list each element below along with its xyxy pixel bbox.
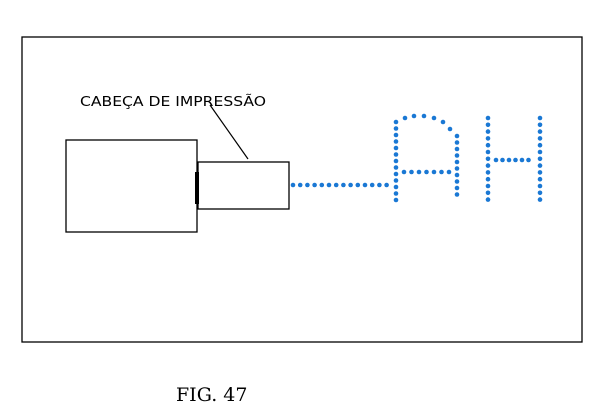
letter-h-dot [506,157,512,163]
letter-h-dot [485,170,491,175]
letter-a-dot [393,139,399,144]
letter-a-dot [393,197,399,203]
letter-h-dot [537,149,543,155]
ink-dot [333,182,339,188]
letter-a-dot [454,166,460,171]
letter-a-dot [454,179,460,184]
letter-h-dot [537,197,543,202]
letter-a-dot [393,165,399,170]
letter-h-dot [485,176,491,182]
letter-a-dot [393,145,399,151]
letter-a-dot [454,153,460,158]
letter-h-dot [485,149,491,155]
printer-body [65,139,198,233]
letter-h-dot [537,115,543,121]
letter-h-dot [526,157,531,163]
letter-h-dot [537,190,543,196]
letter-a-dot [393,171,399,177]
letter-a-dot [454,133,460,139]
letter-a-dot [393,152,399,157]
ink-dot-stream [290,182,389,188]
letter-h-dot [485,115,491,121]
letter-h-dot [485,183,491,189]
label-leader-line [209,104,249,160]
ink-dot [319,182,325,188]
letter-h-dot [485,142,491,148]
letter-h-dot [485,190,491,196]
figure-caption: FIG. 47 [176,384,248,406]
letter-a-dot [416,169,422,175]
letter-a-dot [409,169,414,175]
printed-letters-ah [393,113,543,203]
ink-dot [297,182,303,188]
ink-dot [305,182,310,188]
letter-h-dot [500,157,505,163]
letter-a-dot [440,119,446,125]
ink-dot [362,182,368,188]
letter-h-dot [485,163,491,168]
letter-a-dot [424,169,429,175]
ink-dot [326,182,332,188]
letter-h-dot [485,156,491,162]
letter-a-dot [431,115,437,121]
print-head-label: CABEÇA DE IMPRESSÃO [80,94,266,110]
letter-a-dot [454,146,460,152]
letter-a-dot [393,191,399,196]
letter-a-dot [401,169,407,175]
ink-dot [348,182,353,188]
letter-a-dot [454,159,460,165]
letter-h-dot [537,156,543,162]
ink-dot [369,182,375,188]
letter-a-dot [431,169,437,175]
letter-h-dot [485,136,491,141]
letter-h-dot [537,122,543,128]
letter-a-dot [454,140,460,145]
letter-a-dot [393,126,399,131]
ink-dot [377,182,382,188]
letter-a-dot [393,178,399,183]
print-head-mount [195,172,199,204]
letter-h-dot [537,163,543,168]
letter-a-dot [454,172,460,178]
letter-h-dot [537,183,543,189]
ink-dot [384,182,389,188]
letter-h-dot [537,170,543,175]
ink-dot [355,182,361,188]
letter-a-dot [454,185,460,191]
letter-h-dot [485,122,491,128]
letter-a-dot [393,184,399,190]
print-head [197,161,290,210]
letter-h-dot [537,142,543,148]
ink-dot [290,182,296,188]
letter-a-dot [446,169,452,175]
letter-h-dot [485,197,491,202]
letter-a-dot [393,119,399,125]
letter-a-dot [402,115,408,121]
diagram-frame [21,36,583,343]
ink-dot [341,182,346,188]
letter-h-dot [537,136,543,141]
letter-a-dot [454,192,460,197]
letter-a-dot [393,158,399,164]
letter-a-dot [447,126,453,132]
letter-h-dot [485,129,491,134]
letter-h-dot [493,157,499,163]
letter-h-dot [537,129,543,134]
letter-h-dot [519,157,525,163]
letter-a-dot [421,113,427,119]
letter-a-dot [439,169,444,175]
letter-a-dot [393,132,399,138]
ink-dot [312,182,317,188]
letter-h-dot [537,176,543,182]
letter-h-dot [513,157,518,163]
letter-a-dot [411,113,417,119]
